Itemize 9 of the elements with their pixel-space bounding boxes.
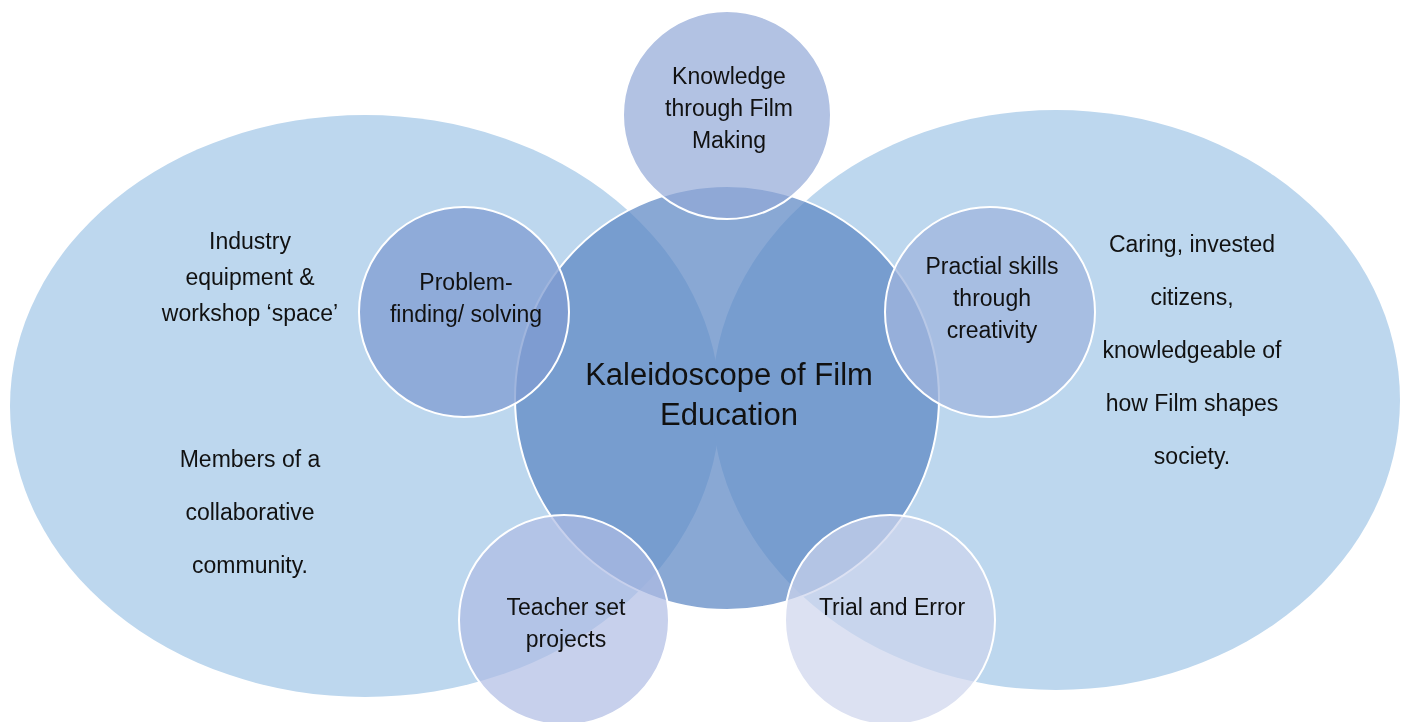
node-text: Members of a collaborative community. xyxy=(178,445,322,580)
node-text: Kaleidoscope of Film Education xyxy=(584,356,874,434)
node-text: Caring, invested citizens, knowledgeable of how Film shapes society. xyxy=(1101,230,1283,471)
node-text: Practial skills through creativity xyxy=(924,252,1060,345)
node-text: Problem-finding/ solving xyxy=(388,268,544,329)
node-text: Knowledge through Film Making xyxy=(664,62,794,155)
node-text: Teacher set projects xyxy=(505,593,627,654)
node-text: Industry equipment & workshop ‘space’ xyxy=(160,227,340,328)
node-text: Trial and Error xyxy=(817,593,967,622)
